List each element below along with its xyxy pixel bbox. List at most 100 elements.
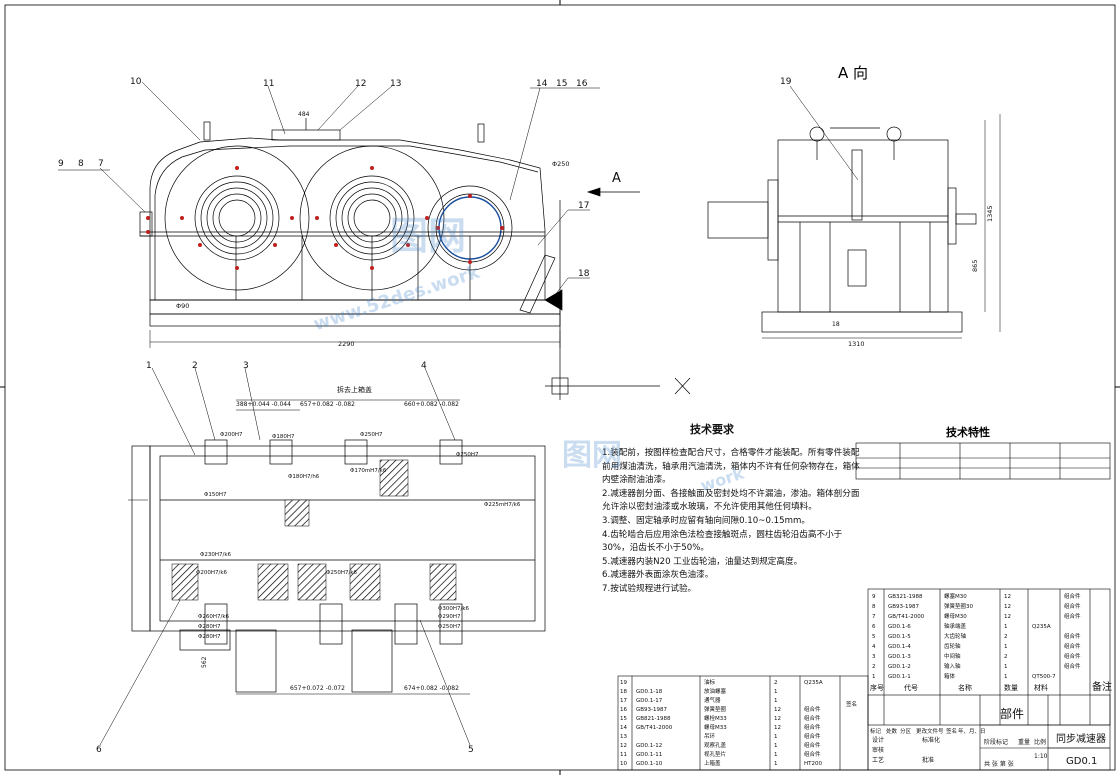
bom-cell: 1 bbox=[774, 743, 778, 749]
title-block-text: 部件 同步减速器 GD0.1 1:10 共 张 第 张 阶段标记 重量 比例 设… bbox=[846, 700, 1106, 768]
callout-5: 5 bbox=[468, 745, 474, 755]
approve-label: 批准 bbox=[922, 756, 934, 764]
bom-cell: 齿轮轴 bbox=[944, 642, 961, 650]
bom-cell: GB93-1987 bbox=[888, 604, 920, 610]
bom-cell: 12 bbox=[620, 743, 627, 749]
bom-cell: GD0.1-1 bbox=[888, 674, 911, 680]
check-label: 审核 bbox=[872, 746, 884, 754]
dim-657b: 657+0.072 -0.072 bbox=[290, 685, 345, 692]
fit-label: Φ180H7 bbox=[272, 434, 295, 440]
bom-cell: 组合件 bbox=[1064, 652, 1081, 660]
callout-2: 2 bbox=[192, 361, 198, 371]
view-a-title: A 向 bbox=[838, 64, 869, 82]
bom-header: 材料 bbox=[1034, 683, 1048, 692]
dim-657a: 657+0.082 -0.082 bbox=[300, 401, 355, 408]
bom-cell: 组合件 bbox=[1064, 592, 1081, 600]
fit-label: Φ260H7/k6 bbox=[198, 614, 230, 620]
callout-14: 14 bbox=[536, 79, 548, 89]
fit-label: Φ200H7 bbox=[220, 432, 243, 438]
bom-cell: 1 bbox=[774, 698, 778, 704]
bom-cell: 1 bbox=[1004, 674, 1008, 680]
req-item: 4.齿轮啮合后应用涂色法检查接触斑点，圆柱齿轮沿齿高不小于30%，沿齿长不小于5… bbox=[602, 529, 843, 554]
callout-18: 18 bbox=[578, 269, 590, 279]
callout-7: 7 bbox=[98, 159, 104, 169]
bom-cell: QT500-7 bbox=[1032, 674, 1056, 680]
bom-cell: 吊环 bbox=[704, 733, 716, 740]
fit-label: Φ250H7 bbox=[456, 452, 479, 458]
callout-9: 9 bbox=[58, 159, 64, 169]
callout-3: 3 bbox=[243, 361, 249, 371]
bom-cell: Q235A bbox=[804, 680, 823, 686]
dim-865: 865 bbox=[971, 260, 979, 272]
fit-label: Φ180H7/h6 bbox=[288, 474, 320, 480]
count-label: 处数 bbox=[886, 727, 898, 735]
section-label: 拆去上箱盖 bbox=[337, 385, 372, 394]
callout-8: 8 bbox=[78, 159, 84, 169]
bom-cell: GD0.1-5 bbox=[888, 634, 911, 640]
bom-cell: GB93-1987 bbox=[636, 707, 668, 713]
projection-symbol bbox=[545, 200, 691, 400]
dim-2290: 2290 bbox=[338, 340, 355, 348]
fit-label: Φ300H7/k6 bbox=[438, 606, 470, 612]
leader-lines-top bbox=[58, 81, 859, 296]
callout-11: 11 bbox=[263, 79, 274, 89]
bom-cell: 1 bbox=[774, 689, 778, 695]
dim-484: 484 bbox=[298, 111, 310, 118]
bom-cell: 1 bbox=[774, 734, 778, 740]
bom-cell: 大齿轮轴 bbox=[944, 632, 967, 640]
bom-cell: GB321-1988 bbox=[888, 594, 923, 600]
bom-cell: 12 bbox=[1004, 614, 1011, 620]
req-item: 5.减速器内装N20 工业齿轮油，油量达到规定高度。 bbox=[602, 556, 803, 567]
callout-6: 6 bbox=[96, 745, 102, 755]
weight-label: 重量 bbox=[1018, 738, 1030, 746]
callout-15: 15 bbox=[556, 79, 567, 89]
zone-label: 分区 bbox=[900, 727, 912, 735]
bom-cell: 17 bbox=[620, 698, 627, 704]
side-view-a bbox=[707, 114, 1001, 339]
bom-cell: 放油螺塞 bbox=[704, 687, 727, 695]
arrow-a-label: A bbox=[612, 171, 621, 186]
bom-cell: 组合件 bbox=[1064, 632, 1081, 640]
bom-cell: 14 bbox=[620, 725, 627, 731]
bom-cell: GD0.1-4 bbox=[888, 644, 911, 650]
callout-10: 10 bbox=[130, 77, 142, 87]
bom-cell: GD0.1-6 bbox=[888, 624, 911, 630]
bom-cell: GB/T41-2000 bbox=[888, 614, 925, 620]
bom-cell: 5 bbox=[872, 634, 876, 640]
bom-cell: 8 bbox=[872, 604, 876, 610]
bom-cell: 11 bbox=[620, 752, 627, 758]
bom-cell: GD0.1-2 bbox=[888, 664, 911, 670]
bom-cell: 弹簧垫圈 bbox=[704, 705, 727, 713]
dim-562: 562 bbox=[201, 656, 208, 668]
bom-cell: 通气器 bbox=[704, 696, 721, 704]
bom-cell: 中间轴 bbox=[944, 652, 961, 660]
fit-labels: Φ200H7 Φ180H7/h6 Φ170mH7/k6 Φ250H7 Φ250H… bbox=[196, 432, 521, 640]
bom-cell: 输入轴 bbox=[944, 662, 961, 670]
bom-cell: 组合件 bbox=[1064, 602, 1081, 610]
bom-cell: 箱体 bbox=[944, 672, 956, 680]
date-label: 年、月、日 bbox=[958, 727, 986, 735]
callout-17: 17 bbox=[578, 201, 589, 211]
bom-cell: 螺母M33 bbox=[704, 723, 727, 731]
sign-date-note: 签名 bbox=[846, 700, 857, 708]
bom-cell: 12 bbox=[1004, 604, 1011, 610]
bom-cell: 组合件 bbox=[1064, 642, 1081, 650]
tech-requirements-title: 技术要求 bbox=[690, 423, 734, 436]
bom-cell: 轴承端盖 bbox=[944, 622, 967, 630]
bom-cell: HT200 bbox=[804, 761, 822, 767]
callouts: 10 11 12 13 14 15 16 9 8 7 17 18 19 1 2 … bbox=[58, 77, 994, 755]
bom-cell: 3 bbox=[872, 654, 876, 660]
callout-16: 16 bbox=[576, 79, 588, 89]
fit-label: Φ170mH7/k6 bbox=[350, 468, 387, 474]
fit-label: Φ280H7 bbox=[198, 624, 221, 630]
dim-1345: 1345 bbox=[986, 205, 994, 222]
drawing-name: 同步减速器 bbox=[1056, 733, 1106, 745]
bom-cell: 油标 bbox=[704, 678, 716, 686]
bom-header: 备注 bbox=[1092, 680, 1112, 693]
fit-label: Φ280H7 bbox=[198, 634, 221, 640]
plan-view-section bbox=[128, 399, 546, 695]
bom-cell: 组合件 bbox=[804, 723, 821, 731]
req-item: 2.减速器剖分面、各接触面及密封处均不许漏油，渗油。箱体剖分面允许涂以密封油漆或… bbox=[602, 488, 860, 513]
bom-cell: 组合件 bbox=[804, 732, 821, 740]
